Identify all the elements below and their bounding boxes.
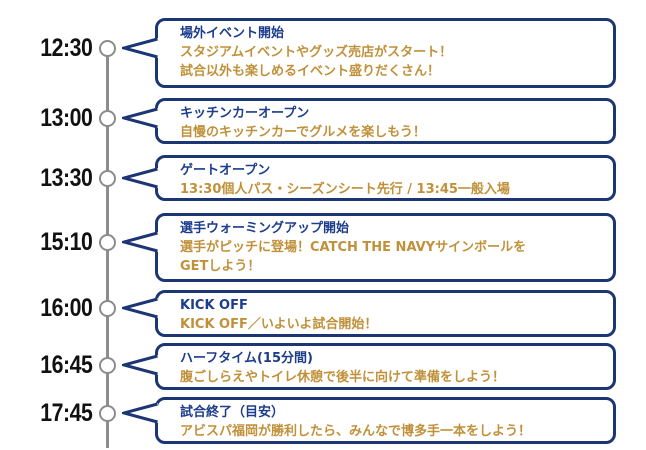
bubble-pointer xyxy=(122,354,158,376)
event-title: KICK OFF xyxy=(180,298,248,313)
event-bubble: キッチンカーオープン 自慢のキッチンカーでグルメを楽しもう！ xyxy=(155,98,616,144)
event-time: 13:30 xyxy=(39,164,93,192)
event-description: スタジアムイベントやグッズ売店がスタート！ 試合以外も楽しめるイベント盛りだくさ… xyxy=(180,45,453,79)
timeline-node-icon xyxy=(99,110,116,127)
timeline-node-icon xyxy=(99,170,116,187)
event-time: 12:30 xyxy=(39,34,93,62)
event-description: アビスパ福岡が勝利したら、みんなで博多手一本をしよう！ xyxy=(180,424,532,439)
event-description: 13:30個人パス・シーズンシート先行 / 13:45一般入場 xyxy=(180,182,510,197)
event-bubble: ゲートオープン 13:30個人パス・シーズンシート先行 / 13:45一般入場 xyxy=(155,155,616,201)
event-description: KICK OFF／いよいよ試合開始！ xyxy=(180,317,378,332)
event-title: 試合終了（目安） xyxy=(180,405,285,420)
bubble-pointer xyxy=(122,297,158,319)
event-time: 17:45 xyxy=(39,399,93,427)
event-time: 16:00 xyxy=(39,294,93,322)
bubble-pointer xyxy=(122,402,158,424)
event-bubble: 選手ウォーミングアップ開始 選手がピッチに登場！CATCH THE NAVYサイ… xyxy=(155,213,616,282)
bubble-pointer xyxy=(122,37,158,59)
event-title: キッチンカーオープン xyxy=(180,106,310,121)
bubble-pointer xyxy=(122,167,158,189)
event-bubble: KICK OFF KICK OFF／いよいよ試合開始！ xyxy=(155,290,616,337)
event-bubble: 試合終了（目安） アビスパ福岡が勝利したら、みんなで博多手一本をしよう！ xyxy=(155,397,616,444)
event-description: 腹ごしらえやトイレ休憩で後半に向けて準備をしよう！ xyxy=(180,370,506,385)
event-time: 16:45 xyxy=(39,351,93,379)
event-description: 自慢のキッチンカーでグルメを楽しもう！ xyxy=(180,125,426,140)
event-title: ゲートオープン xyxy=(180,163,271,178)
event-time: 13:00 xyxy=(39,104,93,132)
bubble-pointer xyxy=(122,231,158,253)
event-title: 選手ウォーミングアップ開始 xyxy=(180,221,350,236)
timeline-node-icon xyxy=(99,234,116,251)
timeline-node-icon xyxy=(99,405,116,422)
timeline-node-icon xyxy=(99,40,116,57)
event-bubble: 場外イベント開始 スタジアムイベントやグッズ売店がスタート！ 試合以外も楽しめる… xyxy=(155,18,616,88)
event-bubble: ハーフタイム(15分間) 腹ごしらえやトイレ休憩で後半に向けて準備をしよう！ xyxy=(155,343,616,390)
event-description: 選手がピッチに登場！CATCH THE NAVYサインボールを GETしよう！ xyxy=(180,240,527,274)
event-time: 15:10 xyxy=(39,228,93,256)
timeline-node-icon xyxy=(99,300,116,317)
bubble-pointer xyxy=(122,107,158,129)
event-title: 場外イベント開始 xyxy=(180,26,285,41)
event-title: ハーフタイム(15分間) xyxy=(180,351,313,366)
timeline-node-icon xyxy=(99,357,116,374)
